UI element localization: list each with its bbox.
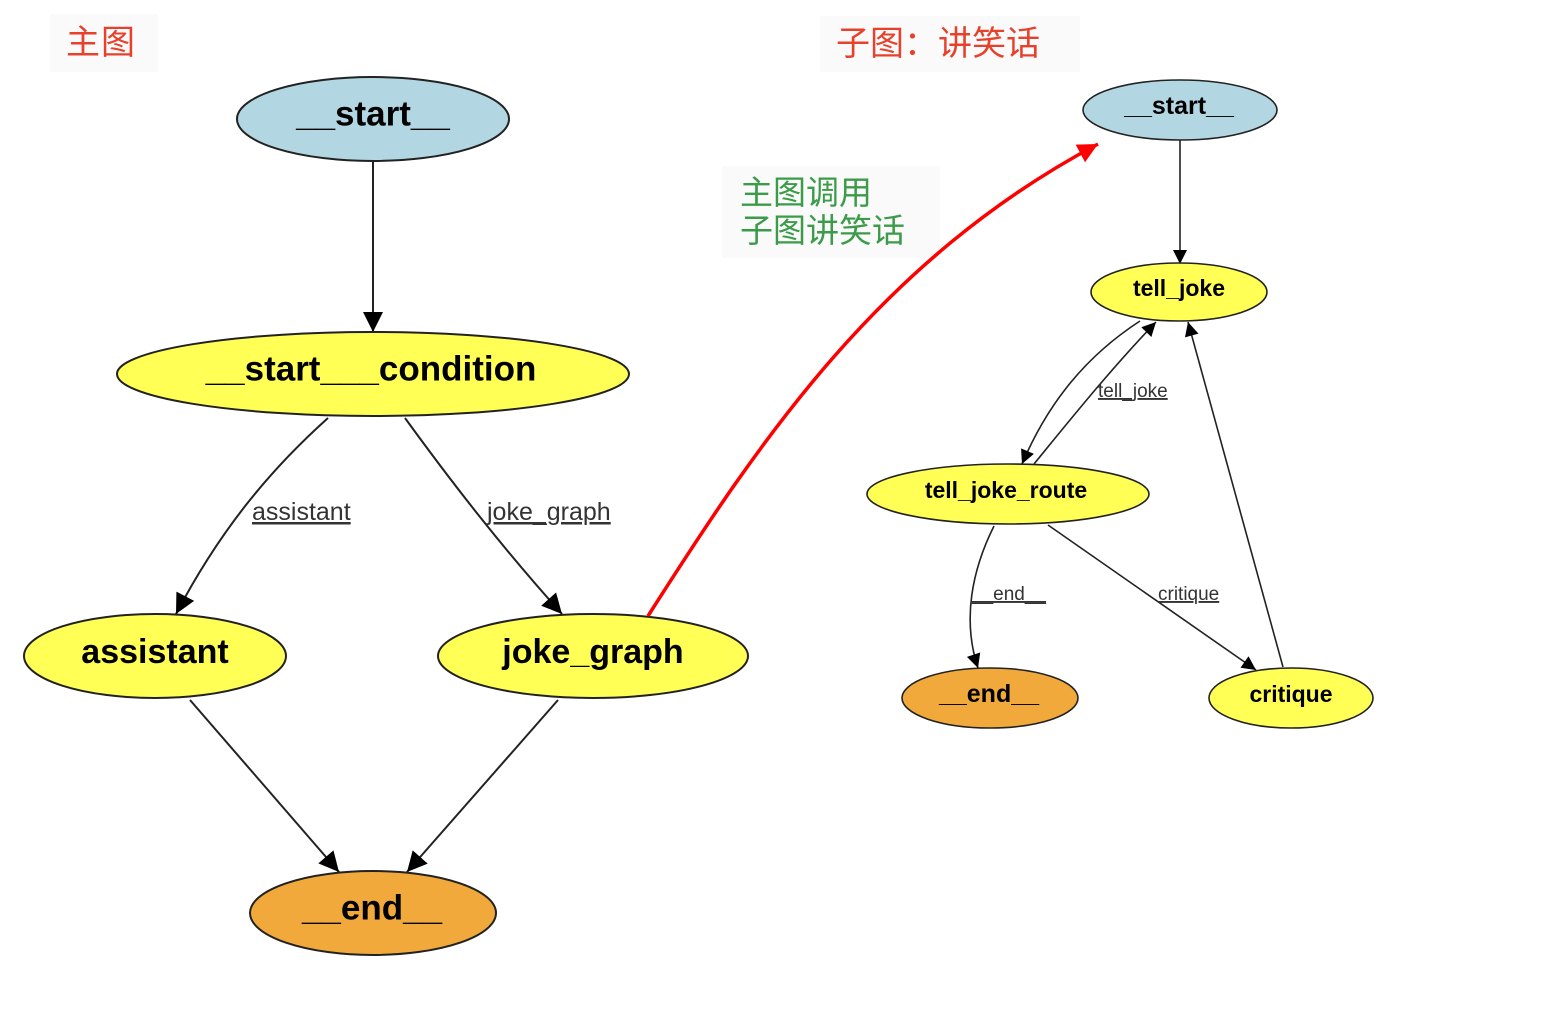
sub-graph-edges — [966, 140, 1284, 671]
sub-edge-label-end: __end__ — [971, 584, 1046, 605]
sub-node-end-label: __end__ — [938, 680, 1040, 708]
sub-edge-route-to-critique — [1047, 524, 1257, 671]
sub-edge-critique-to-tell-joke — [1184, 321, 1284, 668]
main-node-start-condition[interactable]: __start___condition — [116, 331, 630, 417]
call-annotation-line-2: 子图讲笑话 — [740, 211, 905, 250]
sub-node-critique-label: critique — [1249, 681, 1332, 707]
call-annotation: 主图调用 子图讲笑话 — [722, 166, 940, 258]
sub-edge-route-to-tell-joke — [1033, 321, 1157, 465]
main-edge-label-joke-graph: joke_graph — [486, 498, 611, 526]
sub-graph-title: 子图：讲笑话 — [820, 16, 1080, 72]
main-edge-assistant-to-end — [189, 699, 340, 873]
sub-edge-tell-joke-to-route — [1021, 320, 1141, 465]
main-node-end-label: __end__ — [301, 889, 443, 928]
main-node-joke-graph-label: joke_graph — [501, 633, 683, 671]
main-node-end[interactable]: __end__ — [249, 870, 497, 956]
main-node-assistant[interactable]: assistant — [23, 613, 287, 699]
sub-node-end[interactable]: __end__ — [901, 667, 1079, 729]
main-node-start-condition-label: __start___condition — [205, 350, 537, 389]
sub-edge-label-critique: critique — [1158, 584, 1219, 605]
sub-node-tell-joke-label: tell_joke — [1133, 275, 1225, 301]
main-edge-joke-graph-to-end — [406, 699, 559, 873]
sub-node-tell-joke-route[interactable]: tell_joke_route — [866, 463, 1150, 525]
main-node-start[interactable]: __start__ — [236, 76, 510, 162]
sub-node-tell-joke[interactable]: tell_joke — [1090, 262, 1268, 322]
sub-edge-label-tell-joke: tell_joke — [1098, 381, 1168, 402]
sub-node-start[interactable]: __start__ — [1082, 79, 1278, 141]
main-edge-label-assistant: assistant — [252, 498, 351, 526]
sub-node-tell-joke-route-label: tell_joke_route — [925, 477, 1087, 503]
main-edge-condition-to-joke-graph — [404, 417, 563, 615]
sub-node-start-label: __start__ — [1123, 92, 1235, 120]
main-graph-edges — [175, 162, 563, 873]
subgraph-call-arrow — [646, 142, 1099, 617]
main-node-joke-graph[interactable]: joke_graph — [437, 613, 749, 699]
main-edge-condition-to-assistant — [175, 417, 329, 615]
sub-node-critique[interactable]: critique — [1208, 667, 1374, 729]
sub-edge-route-to-end — [966, 525, 995, 669]
call-annotation-line-1: 主图调用 — [740, 173, 872, 212]
main-graph-title: 主图 — [50, 14, 158, 72]
main-node-start-label: __start__ — [295, 95, 450, 134]
main-node-assistant-label: assistant — [81, 633, 228, 671]
